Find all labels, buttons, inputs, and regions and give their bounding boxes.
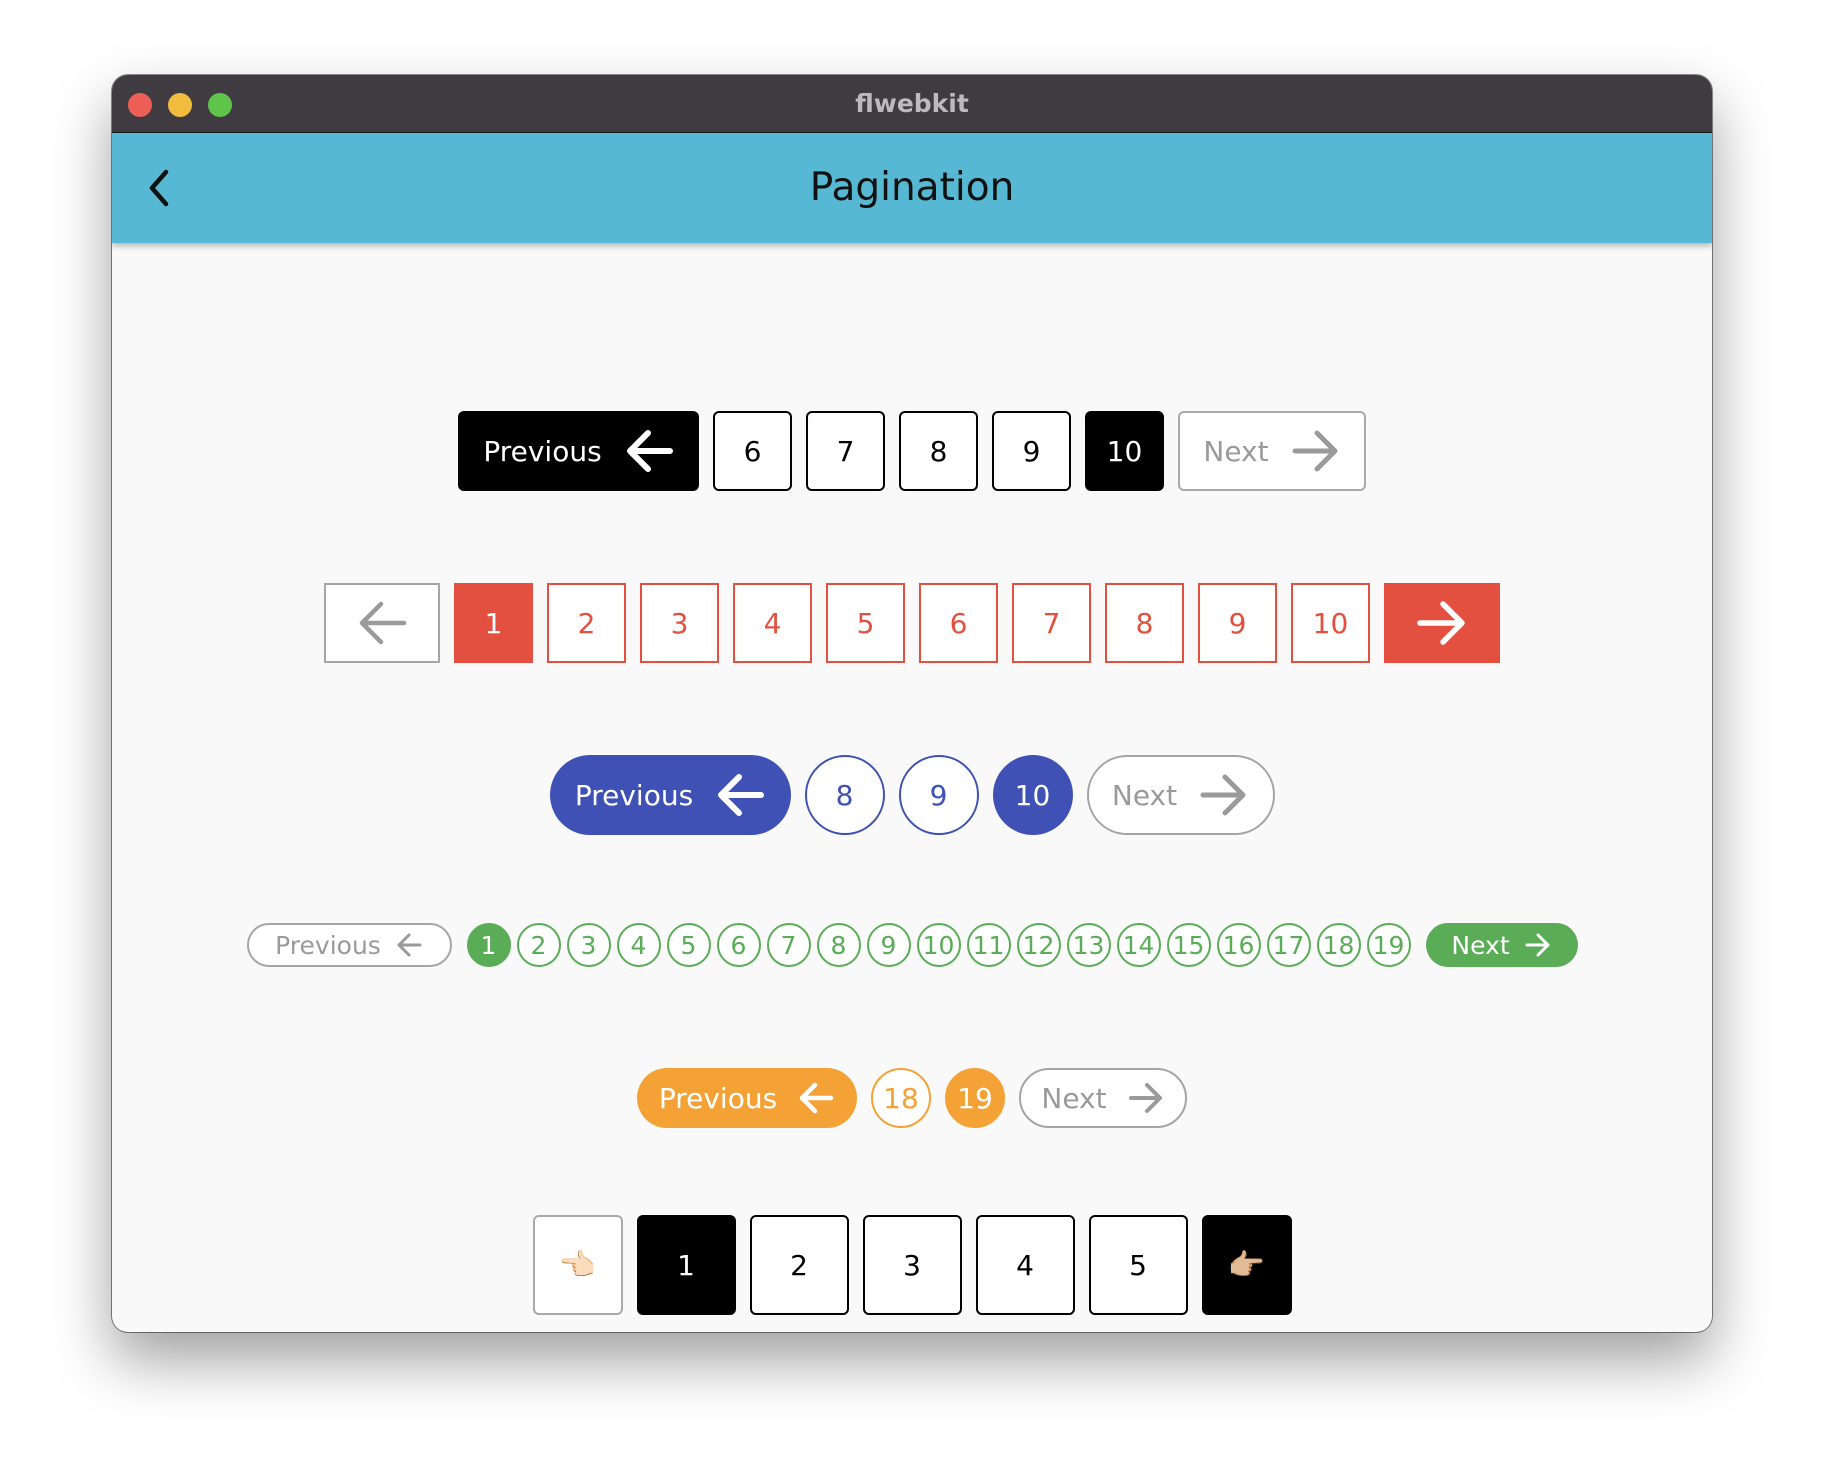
arrow-right-icon bbox=[1200, 774, 1246, 816]
next-label: Next bbox=[1451, 930, 1510, 960]
page-button-5[interactable]: 5 bbox=[1088, 1215, 1188, 1315]
page-button-2[interactable]: 2 bbox=[516, 923, 561, 967]
next-arrow-button[interactable] bbox=[1384, 583, 1500, 663]
zoom-window-button[interactable] bbox=[208, 93, 232, 117]
page-button-2[interactable]: 2 bbox=[547, 583, 626, 663]
pagination-green-small: Previous 1 2 3 4 5 6 7 8 9 10 11 12 13 1… bbox=[112, 923, 1712, 967]
page-button-3[interactable]: 3 bbox=[566, 923, 611, 967]
page-button-6[interactable]: 6 bbox=[713, 411, 792, 491]
arrow-left-icon bbox=[359, 601, 407, 645]
pointing-right-hand-icon: 👉🏼 bbox=[1227, 1247, 1266, 1283]
next-label: Next bbox=[1203, 434, 1269, 468]
page-button-4[interactable]: 4 bbox=[616, 923, 661, 967]
next-button[interactable]: Next bbox=[1425, 923, 1578, 967]
close-window-button[interactable] bbox=[128, 93, 152, 117]
previous-button[interactable]: Previous bbox=[246, 923, 452, 967]
arrow-right-icon bbox=[1417, 601, 1465, 645]
pagination-orange-round: Previous 18 19 Next bbox=[112, 1068, 1712, 1128]
arrow-left-icon bbox=[799, 1082, 834, 1114]
page-button-16[interactable]: 16 bbox=[1216, 923, 1261, 967]
arrow-right-icon bbox=[1525, 933, 1550, 957]
page-button-3[interactable]: 3 bbox=[640, 583, 719, 663]
title-bar: flwebkit bbox=[112, 75, 1712, 133]
page-button-7[interactable]: 7 bbox=[766, 923, 811, 967]
app-window: flwebkit Pagination Previous 6 7 8 9 10 … bbox=[112, 75, 1712, 1332]
pagination-red-square: 1 2 3 4 5 6 7 8 9 10 bbox=[112, 583, 1712, 663]
page-button-9[interactable]: 9 bbox=[992, 411, 1071, 491]
previous-label: Previous bbox=[658, 1081, 778, 1115]
next-label: Next bbox=[1111, 778, 1178, 812]
page-title: Pagination bbox=[809, 165, 1015, 210]
page-button-12[interactable]: 12 bbox=[1016, 923, 1061, 967]
page-button-8[interactable]: 8 bbox=[804, 755, 885, 835]
page-button-5[interactable]: 5 bbox=[666, 923, 711, 967]
page-button-9[interactable]: 9 bbox=[898, 755, 979, 835]
window-title: flwebkit bbox=[855, 89, 969, 118]
page-button-10-active[interactable]: 10 bbox=[992, 755, 1073, 835]
page-button-7[interactable]: 7 bbox=[1012, 583, 1091, 663]
arrow-right-icon bbox=[1128, 1083, 1162, 1113]
previous-button[interactable]: Previous bbox=[549, 755, 791, 835]
next-button[interactable]: Next bbox=[1178, 411, 1366, 491]
page-button-18[interactable]: 18 bbox=[871, 1068, 931, 1128]
pointing-left-hand-icon: 👈🏻 bbox=[558, 1247, 597, 1283]
page-button-8[interactable]: 8 bbox=[816, 923, 861, 967]
page-button-9[interactable]: 9 bbox=[1198, 583, 1277, 663]
previous-label: Previous bbox=[574, 778, 694, 812]
page-button-6[interactable]: 6 bbox=[716, 923, 761, 967]
next-emoji-button[interactable]: 👉🏼 bbox=[1201, 1215, 1292, 1315]
page-button-15[interactable]: 15 bbox=[1166, 923, 1211, 967]
page-button-9[interactable]: 9 bbox=[866, 923, 911, 967]
pagination-indigo-round: Previous 8 9 10 Next bbox=[112, 755, 1712, 835]
page-button-8[interactable]: 8 bbox=[899, 411, 978, 491]
page-button-1-active[interactable]: 1 bbox=[454, 583, 533, 663]
previous-emoji-button[interactable]: 👈🏻 bbox=[532, 1215, 623, 1315]
page-button-14[interactable]: 14 bbox=[1116, 923, 1161, 967]
page-button-10-active[interactable]: 10 bbox=[1085, 411, 1164, 491]
previous-button[interactable]: Previous bbox=[637, 1068, 857, 1128]
next-button[interactable]: Next bbox=[1086, 755, 1275, 835]
previous-arrow-button[interactable] bbox=[324, 583, 440, 663]
page-button-1-active[interactable]: 1 bbox=[466, 923, 511, 967]
page-button-10[interactable]: 10 bbox=[1291, 583, 1370, 663]
arrow-right-icon bbox=[1292, 430, 1338, 472]
next-button[interactable]: Next bbox=[1019, 1068, 1187, 1128]
page-button-19-active[interactable]: 19 bbox=[945, 1068, 1005, 1128]
page-button-2[interactable]: 2 bbox=[749, 1215, 849, 1315]
page-button-6[interactable]: 6 bbox=[919, 583, 998, 663]
page-button-4[interactable]: 4 bbox=[975, 1215, 1075, 1315]
chevron-left-icon bbox=[149, 169, 169, 207]
app-bar: Pagination bbox=[112, 133, 1712, 243]
pagination-emoji-square: 👈🏻 1 2 3 4 5 👉🏼 bbox=[112, 1215, 1712, 1315]
page-button-18[interactable]: 18 bbox=[1316, 923, 1361, 967]
arrow-left-icon bbox=[626, 430, 673, 472]
previous-button[interactable]: Previous bbox=[458, 411, 699, 491]
page-button-3[interactable]: 3 bbox=[862, 1215, 962, 1315]
pagination-black-square: Previous 6 7 8 9 10 Next bbox=[112, 411, 1712, 491]
arrow-left-icon bbox=[718, 774, 765, 816]
arrow-left-icon bbox=[397, 933, 422, 957]
page-button-1-active[interactable]: 1 bbox=[636, 1215, 736, 1315]
page-button-19[interactable]: 19 bbox=[1366, 923, 1411, 967]
back-button[interactable] bbox=[134, 163, 184, 213]
minimize-window-button[interactable] bbox=[168, 93, 192, 117]
page-button-5[interactable]: 5 bbox=[826, 583, 905, 663]
previous-label: Previous bbox=[483, 434, 602, 468]
page-button-13[interactable]: 13 bbox=[1066, 923, 1111, 967]
page-button-11[interactable]: 11 bbox=[966, 923, 1011, 967]
previous-label: Previous bbox=[275, 930, 381, 960]
page-button-10[interactable]: 10 bbox=[916, 923, 961, 967]
page-button-17[interactable]: 17 bbox=[1266, 923, 1311, 967]
page-button-7[interactable]: 7 bbox=[806, 411, 885, 491]
next-label: Next bbox=[1041, 1081, 1107, 1115]
page-button-4[interactable]: 4 bbox=[733, 583, 812, 663]
pagination-examples: Previous 6 7 8 9 10 Next bbox=[112, 243, 1712, 1332]
page-button-8[interactable]: 8 bbox=[1105, 583, 1184, 663]
